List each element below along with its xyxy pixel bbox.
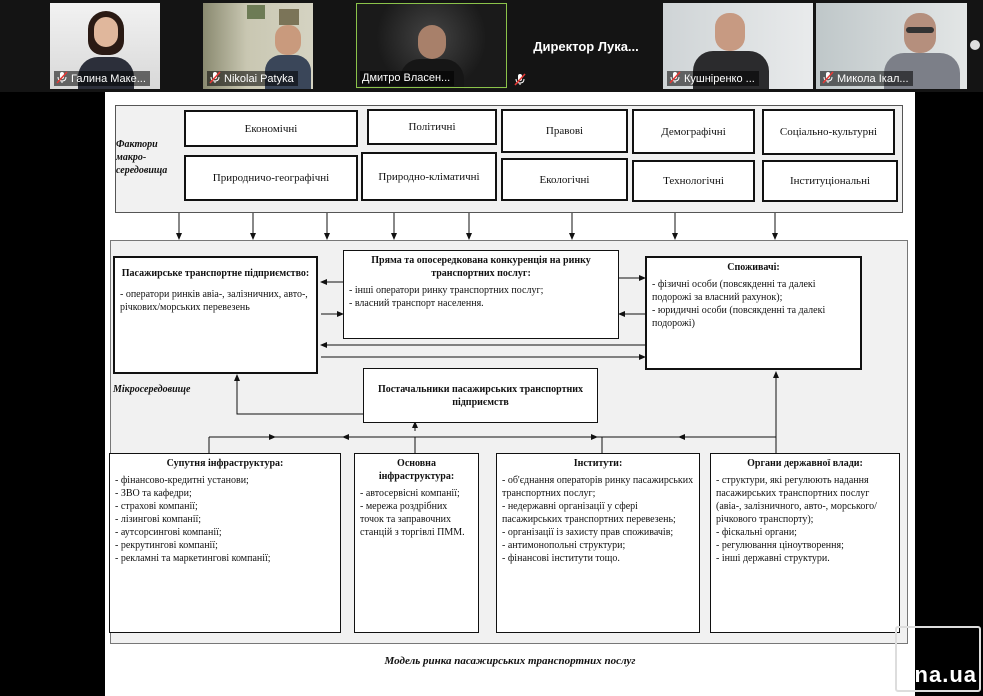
participant-tile-5[interactable]: Кушніренко ... [663,3,813,89]
watermark-frame [895,626,981,692]
participant-tile-2[interactable]: Nikolai Patyka [203,3,313,89]
mic-muted-icon [669,71,681,84]
competition-box: Пряма та опосередкована конкуренція на р… [343,250,619,339]
factor-natural-climatic: Природно-кліматичні [361,152,497,201]
participant-tile-4[interactable]: Директор Лука... [533,38,639,54]
diagram-arrows [176,213,779,453]
factor-sociocultural: Соціально-культурні [762,109,895,155]
micro-label: Мікросередовище [113,384,191,395]
factor-economic: Економічні [184,110,358,147]
participant-name: Микола Ікал... [820,71,913,86]
diagram-caption: Модель ринка пасажирських транспортних п… [384,655,636,667]
suppliers-box: Постачальники пасажирських транспортних … [363,368,598,423]
infrastructure-box: Супутня інфраструктура: - фінансово-кред… [109,453,341,633]
factor-technological: Технологічні [632,160,755,202]
basic-infrastructure-box: Основна інфраструктура: - автосервісні к… [354,453,479,633]
participant-tile-3[interactable]: Дмитро Власен... [356,3,507,89]
factor-ecological: Екологічні [501,158,628,201]
macro-label: Фактори макро-середовища [116,139,168,176]
enterprise-box: Пасажирське транспортне підприємство: - … [113,256,318,374]
participant-strip: Галина Маке... Nikolai Patyka Дмитро Вла… [0,0,983,92]
mic-muted-icon [56,71,68,84]
participant-tile-1[interactable]: Галина Маке... [50,3,160,89]
factor-natural-geographic: Природничо-географічні [184,155,358,201]
participant-name: Дмитро Власен... [360,71,455,86]
active-speaker-border [356,3,507,88]
institutes-box: Інститути: - об'єднання операторів ринку… [496,453,700,633]
mic-muted-icon [822,71,834,84]
factor-institutional: Інституціональні [762,160,898,202]
participant-name: Кушніренко ... [667,71,759,86]
mic-muted-icon [209,71,221,84]
factor-demographic: Демографічні [632,109,755,154]
watermark-logo: na.ua [914,662,977,687]
mic-muted-icon [514,73,526,86]
participant-tile-6[interactable]: Микола Ікал... [816,3,967,89]
factor-political: Політичні [367,109,497,145]
participant-name: Nikolai Patyka [207,71,298,86]
consumers-box: Споживачі: - фізичні особи (повсякденні … [645,256,862,370]
government-box: Органи державної влади: - структури, які… [710,453,900,633]
shared-screen-slide: Фактори макро-середовища Економічні Полі… [105,92,915,696]
participant-name: Галина Маке... [54,71,150,86]
factor-legal: Правові [501,109,628,153]
strip-next-icon[interactable] [970,40,980,50]
